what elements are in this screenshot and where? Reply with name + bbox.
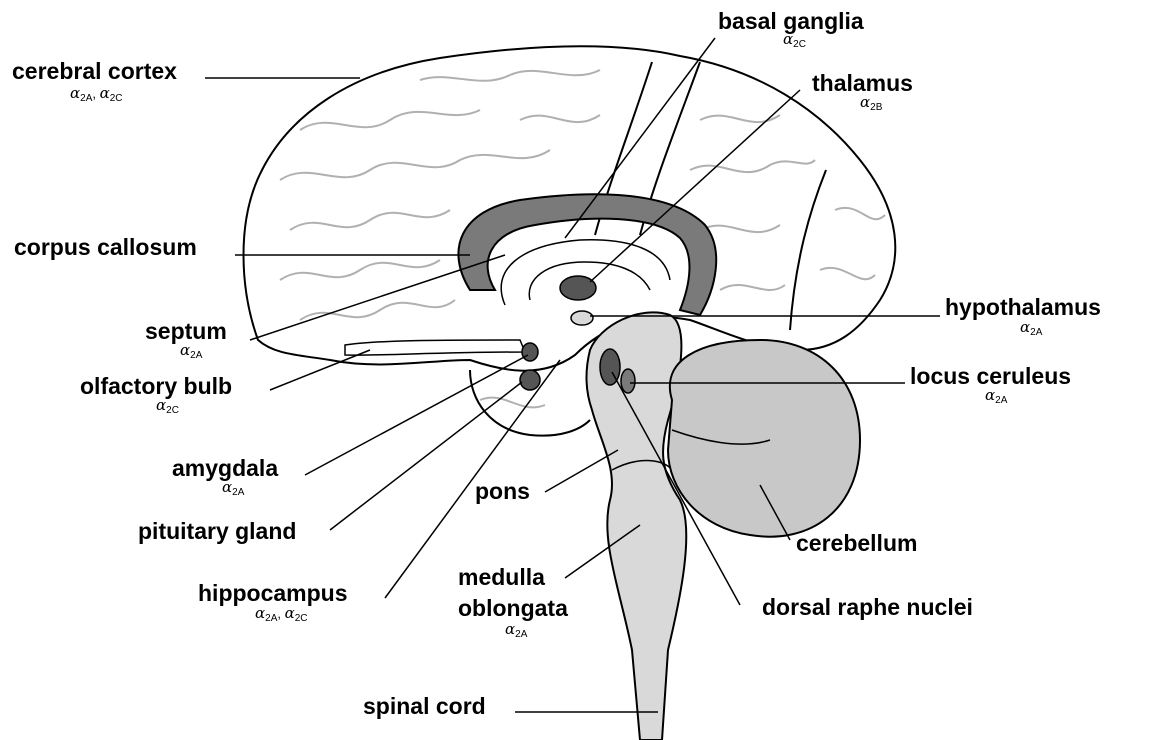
sub-locus-ceruleus: α2A [985, 388, 1007, 403]
label-corpus-callosum: corpus callosum [14, 236, 197, 259]
alpha-symbol: α [70, 84, 80, 102]
label-hippocampus: hippocampus [198, 582, 348, 605]
alpha-symbol: α [156, 396, 166, 414]
label-cerebellum: cerebellum [796, 532, 917, 555]
sub-amygdala: α2A [222, 480, 244, 495]
label-hypothalamus: hypothalamus [945, 296, 1101, 319]
septum-nucleus [522, 343, 538, 361]
subscript: 2C [110, 93, 123, 104]
label-thalamus: thalamus [812, 72, 913, 95]
subscript: 2C [793, 39, 806, 50]
alpha-symbol: α [985, 386, 995, 404]
subscript: 2A [995, 395, 1007, 406]
label-spinal-cord: spinal cord [363, 695, 486, 718]
subscript: 2A [232, 487, 244, 498]
sub-olfactory-bulb: α2C [156, 398, 179, 413]
alpha-symbol: α [783, 30, 793, 48]
subscript: 2C [166, 405, 179, 416]
subscript: 2A [190, 350, 202, 361]
subscript: 2A [1030, 327, 1042, 338]
sub-medulla-oblongata: α2A [505, 622, 527, 637]
label-medulla: medulla [458, 566, 545, 589]
alpha-symbol: α [100, 84, 110, 102]
thalamus-shape [560, 276, 596, 300]
olfactory-bulb-shape [345, 340, 525, 355]
label-olfactory-bulb: olfactory bulb [80, 375, 232, 398]
sub-thalamus: α2B [860, 95, 882, 110]
sub-basal-ganglia: α2C [783, 32, 806, 47]
label-septum: septum [145, 320, 227, 343]
alpha-symbol: α [255, 604, 265, 622]
hypothalamus-shape [571, 311, 593, 325]
alpha-symbol: α [222, 478, 232, 496]
amygdala-shape [520, 370, 540, 390]
label-locus-ceruleus: locus ceruleus [910, 365, 1071, 388]
sub-septum: α2A [180, 343, 202, 358]
subscript: 2A [80, 93, 92, 104]
alpha-symbol: α [505, 620, 515, 638]
subscript: 2A [265, 613, 277, 624]
label-cerebral-cortex: cerebral cortex [12, 60, 177, 83]
alpha-symbol: α [285, 604, 295, 622]
label-pons: pons [475, 480, 530, 503]
label-oblongata: oblongata [458, 597, 568, 620]
label-dorsal-raphe-nuclei: dorsal raphe nuclei [762, 596, 973, 619]
subscript: 2A [515, 629, 527, 640]
label-pituitary-gland: pituitary gland [138, 520, 296, 543]
alpha-symbol: α [1020, 318, 1030, 336]
subscript: 2B [870, 102, 882, 113]
sub-hippocampus: α2A, α2C [255, 606, 308, 621]
sub-hypothalamus: α2A [1020, 320, 1042, 335]
subscript: 2C [295, 613, 308, 624]
alpha-symbol: α [860, 93, 870, 111]
sub-cerebral-cortex: α2A, α2C [70, 86, 123, 101]
alpha-symbol: α [180, 341, 190, 359]
label-amygdala: amygdala [172, 457, 278, 480]
locus-ceruleus-shape [621, 369, 635, 393]
